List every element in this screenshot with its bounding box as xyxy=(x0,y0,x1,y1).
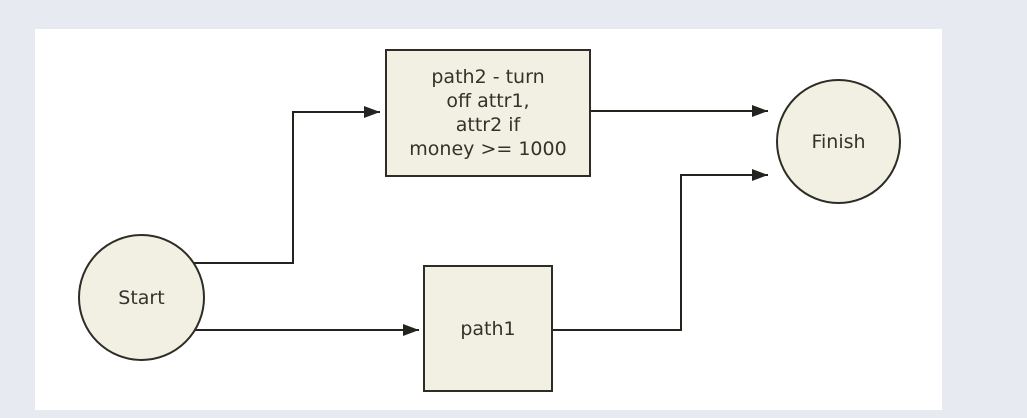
node-path1: path1 xyxy=(423,265,553,392)
node-finish-label: Finish xyxy=(811,130,866,153)
node-path1-label: path1 xyxy=(460,317,516,340)
node-path2-label-line1: path2 - turn xyxy=(431,66,545,88)
node-start: Start xyxy=(78,234,205,361)
node-finish: Finish xyxy=(776,79,901,204)
diagram-canvas: Start path2 - turn off attr1, attr2 if m… xyxy=(35,29,942,410)
node-start-label: Start xyxy=(118,286,165,309)
node-path2-label-line4: money >= 1000 xyxy=(409,138,567,160)
edge-start-to-path2 xyxy=(185,106,380,264)
edge-layer xyxy=(185,105,768,336)
node-path2-label: path2 - turn off attr1, attr2 if money >… xyxy=(409,65,566,161)
node-path2-label-line2: off attr1, xyxy=(446,90,530,112)
node-path2: path2 - turn off attr1, attr2 if money >… xyxy=(385,49,591,177)
edge-path1-to-finish xyxy=(550,169,768,331)
node-path2-label-line3: attr2 if xyxy=(455,114,521,136)
